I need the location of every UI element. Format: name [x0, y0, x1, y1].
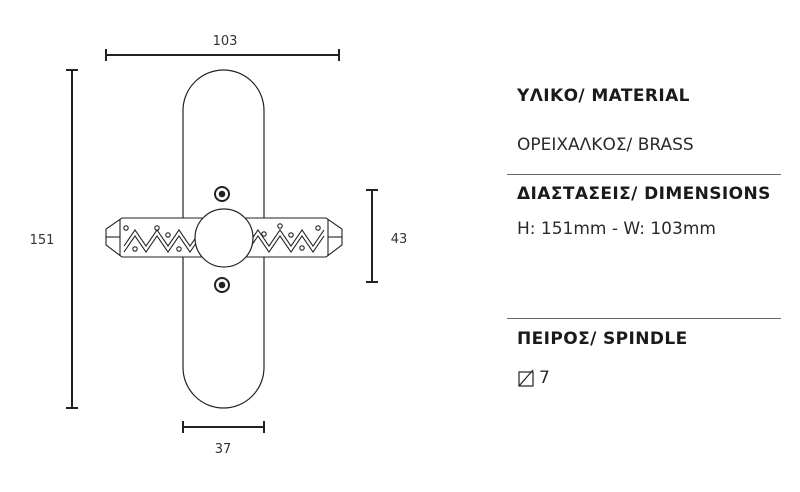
- material-heading: ΥΛΙΚΟ/ MATERIAL: [517, 86, 690, 106]
- spindle-row: 7: [517, 368, 780, 388]
- lever-height-dimension: [366, 189, 378, 283]
- width-dimension: [105, 49, 340, 61]
- material-value: ΟΡΕΙΧΑΛΚΟΣ/ BRASS: [517, 135, 694, 155]
- right-lever-arm: [245, 217, 343, 258]
- plate-width-dimension: [182, 421, 265, 433]
- left-lever-arm: [105, 217, 203, 258]
- width-label: 103: [213, 34, 238, 49]
- divider-1: [507, 174, 781, 175]
- square-spindle-icon: [518, 369, 534, 387]
- spindle-heading: ΠΕΙΡΟΣ/ SPINDLE: [517, 329, 688, 349]
- divider-2: [507, 318, 781, 319]
- plate-width-label: 37: [215, 442, 232, 457]
- height-dimension: [66, 69, 78, 409]
- bottom-screw: [214, 277, 230, 293]
- lever-height-label: 43: [391, 232, 408, 247]
- top-screw: [214, 186, 230, 202]
- center-rosette: [194, 208, 254, 268]
- dimensions-value: H: 151mm - W: 103mm: [517, 219, 716, 239]
- height-label: 151: [30, 233, 55, 248]
- dimensions-heading: ΔΙΑΣΤΑΣΕΙΣ/ DIMENSIONS: [517, 184, 771, 204]
- spindle-value: 7: [539, 368, 550, 388]
